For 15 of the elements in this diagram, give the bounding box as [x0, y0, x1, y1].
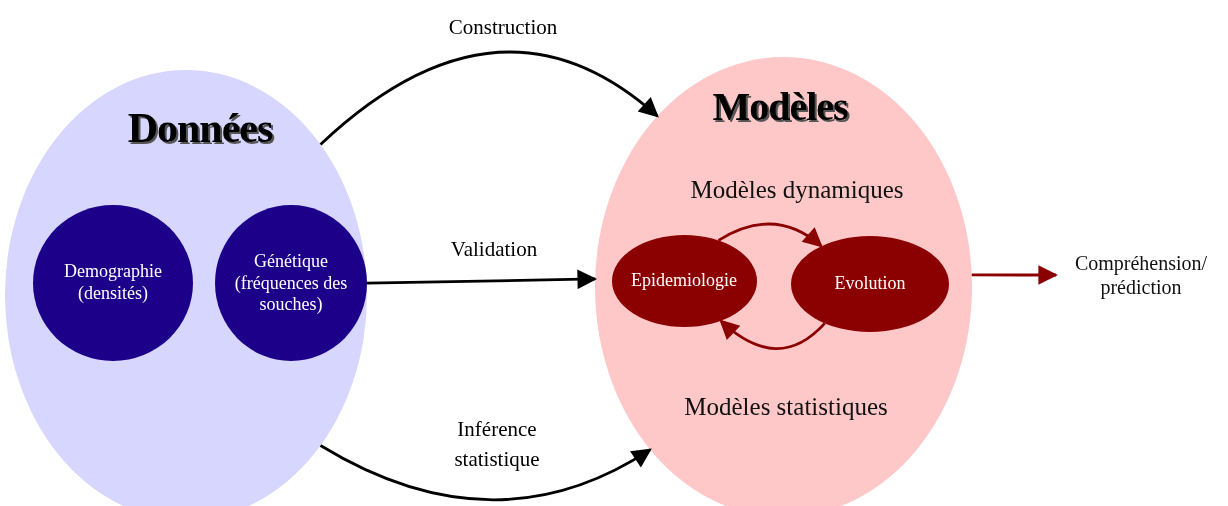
node-label: Demographie (densités): [63, 261, 163, 305]
node-label: Evolution: [833, 273, 907, 295]
node-label: Génétique (fréquences des souches): [233, 250, 349, 316]
node-label: Epidemiologie: [630, 270, 738, 292]
arrow: [719, 319, 826, 350]
heading: Données: [127, 103, 273, 153]
section-label: Modèles statistiques: [683, 392, 889, 422]
arrow: [319, 444, 652, 502]
heading: Modèles: [712, 83, 848, 131]
arrow: [319, 51, 659, 146]
section-label: Modèles dynamiques: [689, 175, 905, 205]
arrow: [717, 222, 823, 248]
outcome-label: Compréhension/ prédiction: [1073, 251, 1209, 299]
arrow: [366, 269, 598, 290]
arrow: [971, 265, 1058, 285]
